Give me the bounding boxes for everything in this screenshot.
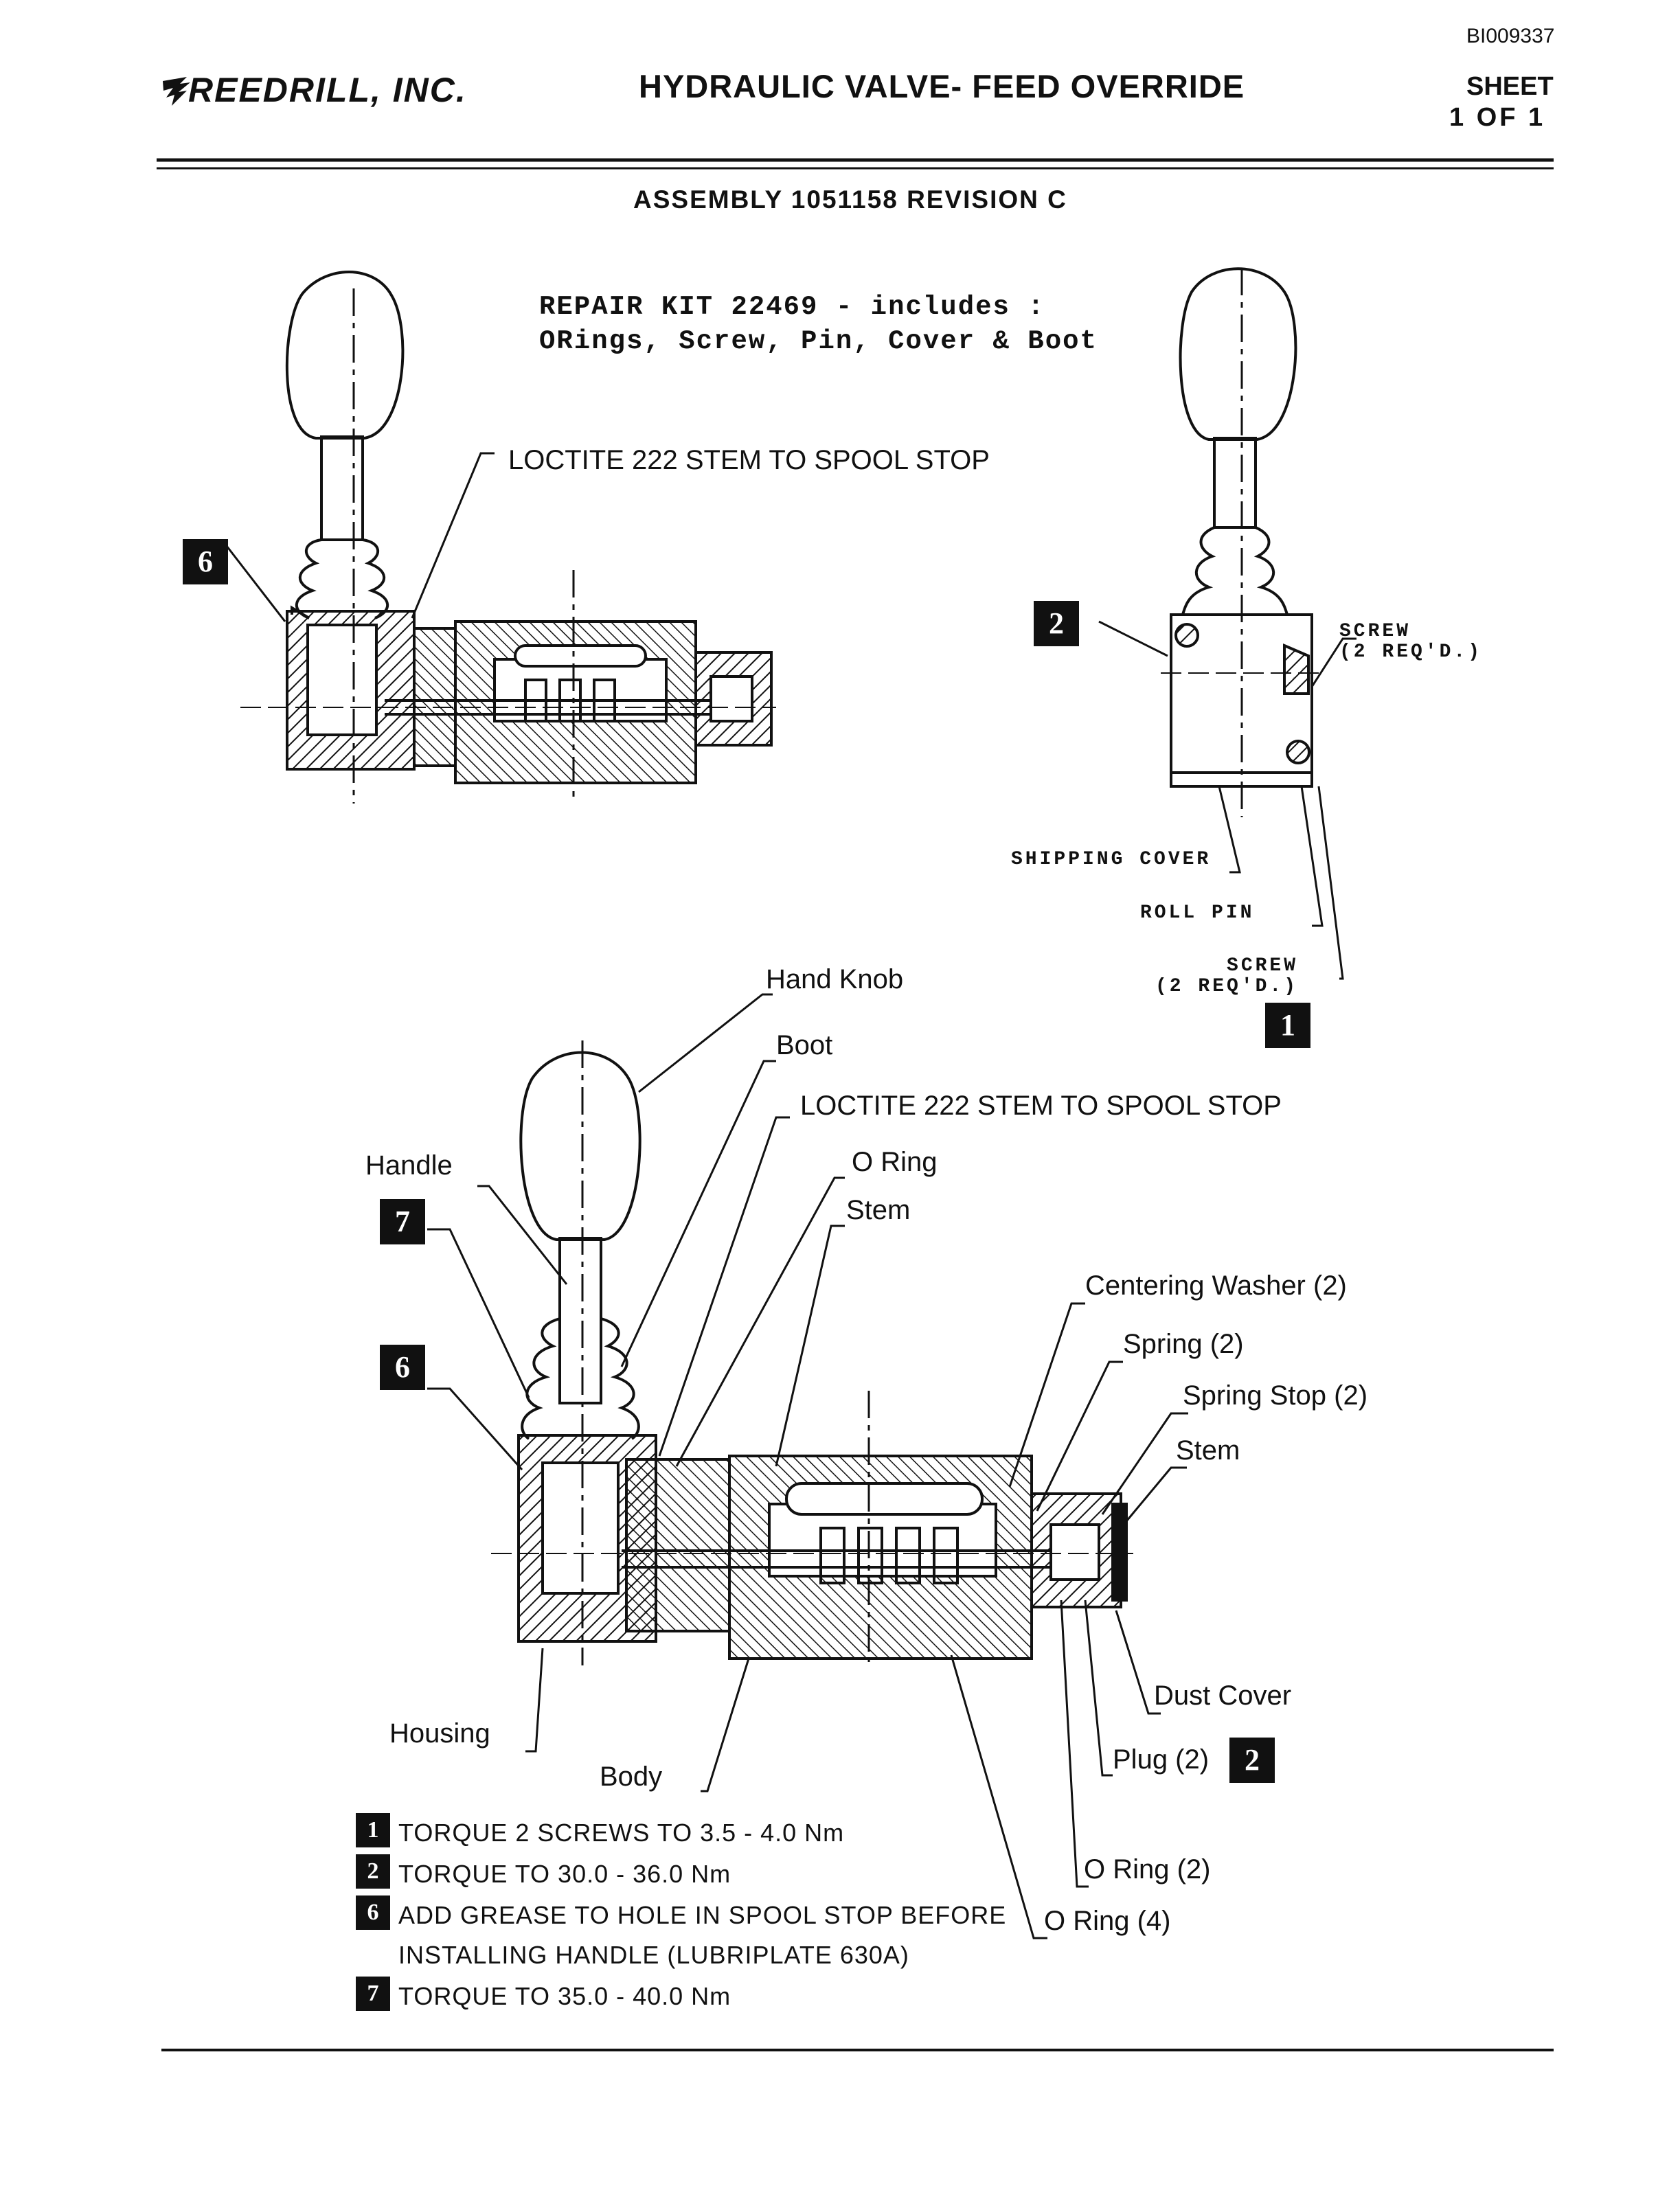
note-1-badge: 1 xyxy=(356,1813,390,1847)
note-2-text: TORQUE TO 30.0 - 36.0 Nm xyxy=(398,1860,731,1888)
side-torque-screws-badge: 1 xyxy=(1265,1003,1310,1048)
centering-washer-label: Centering Washer (2) xyxy=(1085,1271,1347,1301)
spring-stop-label: Spring Stop (2) xyxy=(1183,1380,1368,1411)
side-screw-bottom-line1: SCREW xyxy=(1227,955,1299,977)
main-valve-view xyxy=(491,1040,1133,1665)
main-boot xyxy=(521,1317,640,1440)
header-rule xyxy=(157,158,1554,170)
assembly-label: ASSEMBLY 1051158 REVISION C xyxy=(633,185,1067,214)
plug-label: Plug (2) xyxy=(1113,1744,1210,1775)
o-ring-label: O Ring xyxy=(852,1147,938,1177)
roll-pin-label: ROLL PIN xyxy=(1140,902,1255,924)
page-title: HYDRAULIC VALVE- FEED OVERRIDE xyxy=(639,68,1245,104)
stem-right-label: Stem xyxy=(1176,1435,1240,1466)
side-screw-top-line2: (2 REQ'D.) xyxy=(1339,641,1483,663)
repair-kit-line2: ORings, Screw, Pin, Cover & Boot xyxy=(539,326,1098,356)
main-loctite-label: LOCTITE 222 STEM TO SPOOL STOP xyxy=(800,1091,1282,1121)
o-ring-2-label: O Ring (2) xyxy=(1084,1854,1211,1885)
top-grease-badge: 6 xyxy=(183,539,228,584)
shipping-cover-label: SHIPPING COVER xyxy=(1011,849,1212,870)
sheet-number: 1 OF 1 xyxy=(1449,103,1546,132)
note-7-text: TORQUE TO 35.0 - 40.0 Nm xyxy=(398,1982,731,2010)
main-hand-knob xyxy=(519,1051,642,1241)
side-screw-top-label: SCREW (2 REQ'D.) xyxy=(1339,622,1482,663)
side-valve-view xyxy=(1161,267,1326,817)
sheet-label: SHEET xyxy=(1466,72,1554,101)
note-2-badge: 2 xyxy=(356,1854,390,1889)
body-label: Body xyxy=(600,1762,663,1792)
main-grease-badge: 6 xyxy=(380,1345,425,1390)
handle-torque-badge: 7 xyxy=(380,1199,425,1244)
main-dust-cover xyxy=(1111,1503,1128,1602)
plug-torque-badge: 2 xyxy=(1229,1738,1275,1783)
top-handle-shaft xyxy=(320,435,364,541)
boot-label: Boot xyxy=(776,1030,833,1060)
main-handle-shaft xyxy=(558,1237,602,1404)
side-leaders xyxy=(1098,620,1357,980)
top-hand-knob xyxy=(285,271,405,440)
note-6-badge: 6 xyxy=(356,1895,390,1930)
repair-kit-note: REPAIR KIT 22469 - includes : ORings, Sc… xyxy=(539,290,1098,358)
stem-left-label: Stem xyxy=(846,1195,911,1225)
side-boot xyxy=(1180,526,1290,619)
hand-knob-label: Hand Knob xyxy=(766,964,904,994)
company-logo: REEDRILL, INC. xyxy=(159,67,475,122)
note-1-text: TORQUE 2 SCREWS TO 3.5 - 4.0 Nm xyxy=(398,1819,845,1847)
side-plug-bottom xyxy=(1286,740,1310,764)
document-id: BI009337 xyxy=(1466,25,1555,47)
main-stem-housing xyxy=(625,1458,731,1632)
note-7-badge: 7 xyxy=(356,1977,390,2011)
company-name: REEDRILL, INC. xyxy=(188,71,467,109)
side-torque-plug-badge: 2 xyxy=(1034,601,1079,646)
repair-kit-line1: REPAIR KIT 22469 - includes : xyxy=(539,292,1045,322)
dust-cover-label: Dust Cover xyxy=(1154,1681,1292,1711)
note-6-text: ADD GREASE TO HOLE IN SPOOL STOP BEFORE xyxy=(398,1901,1007,1929)
top-boot xyxy=(291,538,389,619)
o-ring-4-label: O Ring (4) xyxy=(1044,1906,1171,1936)
top-loctite-label: LOCTITE 222 STEM TO SPOOL STOP xyxy=(508,445,990,475)
side-handle-shaft xyxy=(1213,437,1257,529)
top-body xyxy=(413,627,457,767)
drill-bit-icon xyxy=(163,77,190,106)
side-hand-knob xyxy=(1179,267,1297,441)
side-plug-top xyxy=(1174,623,1199,648)
main-leaders xyxy=(427,993,1188,1939)
top-valve-view xyxy=(240,271,776,804)
top-leaders xyxy=(225,452,495,622)
housing-label: Housing xyxy=(389,1718,490,1749)
note-6-text-cont: INSTALLING HANDLE (LUBRIPLATE 630A) xyxy=(398,1941,909,1969)
side-screw-bottom-line2: (2 REQ'D.) xyxy=(1155,976,1299,997)
handle-label: Handle xyxy=(365,1150,453,1181)
side-screw-bottom-label: SCREW (2 REQ'D.) xyxy=(1155,956,1298,997)
spring-label: Spring (2) xyxy=(1123,1329,1244,1359)
side-screw-top-line1: SCREW xyxy=(1339,621,1411,642)
